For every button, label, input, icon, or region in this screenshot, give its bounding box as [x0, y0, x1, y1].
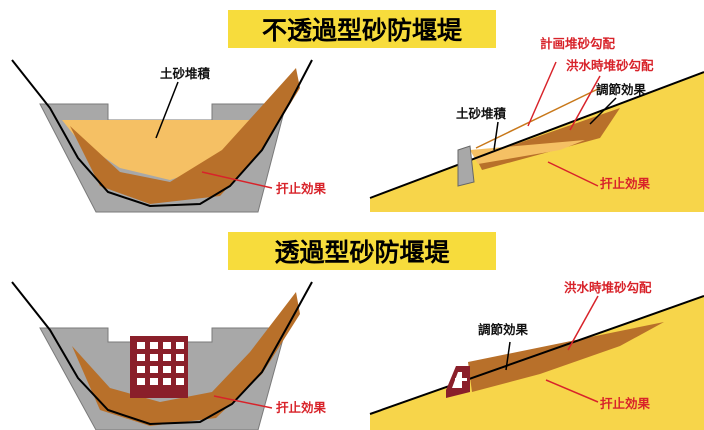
- label-flood-gradient-top: 洪水時堆砂勾配: [566, 58, 654, 73]
- title-impermeable-dam: 不透過型砂防堰堤: [228, 10, 496, 48]
- steel-frame-dam: [130, 336, 188, 398]
- leader-regulation-bottom: [505, 341, 511, 371]
- longitudinal-impermeable: 計画堆砂勾配 洪水時堆砂勾配 調節効果 土砂堆積 扞止効果: [369, 36, 704, 212]
- label-regulation-bottom: 調節効果: [478, 322, 529, 337]
- valley-profile-bottom: [11, 281, 313, 426]
- leader-sediment-top-left: [155, 81, 179, 139]
- leader-suppression-top-left: [201, 171, 273, 189]
- leader-sediment-top-right: [493, 121, 499, 151]
- leader-suppression-bottom-right: [545, 379, 599, 403]
- planned-gradient-line: [475, 87, 601, 149]
- cross-section-impermeable: 土砂堆積 扞止効果: [11, 59, 327, 213]
- flood-deposit-bottom: [468, 322, 664, 392]
- leader-flood-gradient-bottom: [567, 295, 599, 351]
- steel-frame-side: [446, 366, 470, 398]
- label-regulation-top: 調節効果: [596, 82, 647, 97]
- sediment-brown-bottom: [72, 292, 300, 426]
- label-flood-gradient-bottom: 洪水時堆砂勾配: [564, 280, 652, 295]
- label-suppression-bottom-left: 扞止効果: [276, 400, 327, 415]
- ground-line-bottom: [369, 295, 704, 415]
- cross-section-permeable: 扞止効果: [11, 281, 327, 430]
- title-permeable-dam: 透過型砂防堰堤: [228, 232, 496, 270]
- valley-profile-top: [11, 59, 313, 208]
- label-sediment-top-left: 土砂堆積: [160, 66, 211, 81]
- label-suppression-top-left: 扞止効果: [276, 181, 327, 196]
- leader-suppression-top-right: [547, 161, 599, 187]
- dam-impermeable-side: [457, 145, 475, 187]
- longitudinal-permeable: 洪水時堆砂勾配 調節効果 扞止効果: [369, 280, 704, 430]
- sediment-brown-top: [70, 68, 300, 204]
- leader-regulation-top: [589, 97, 617, 125]
- leader-planned-gradient: [527, 61, 557, 127]
- label-sediment-top-right: 土砂堆積: [456, 106, 507, 121]
- label-suppression-bottom-right: 扞止効果: [600, 396, 651, 411]
- leader-flood-gradient-top: [569, 75, 601, 131]
- leader-suppression-bottom-left: [213, 395, 273, 409]
- label-suppression-top-right: 扞止効果: [600, 176, 651, 191]
- label-planned-gradient: 計画堆砂勾配: [540, 36, 616, 51]
- ground-line-top: [369, 71, 704, 199]
- sediment-deposit-right-top: [470, 140, 585, 164]
